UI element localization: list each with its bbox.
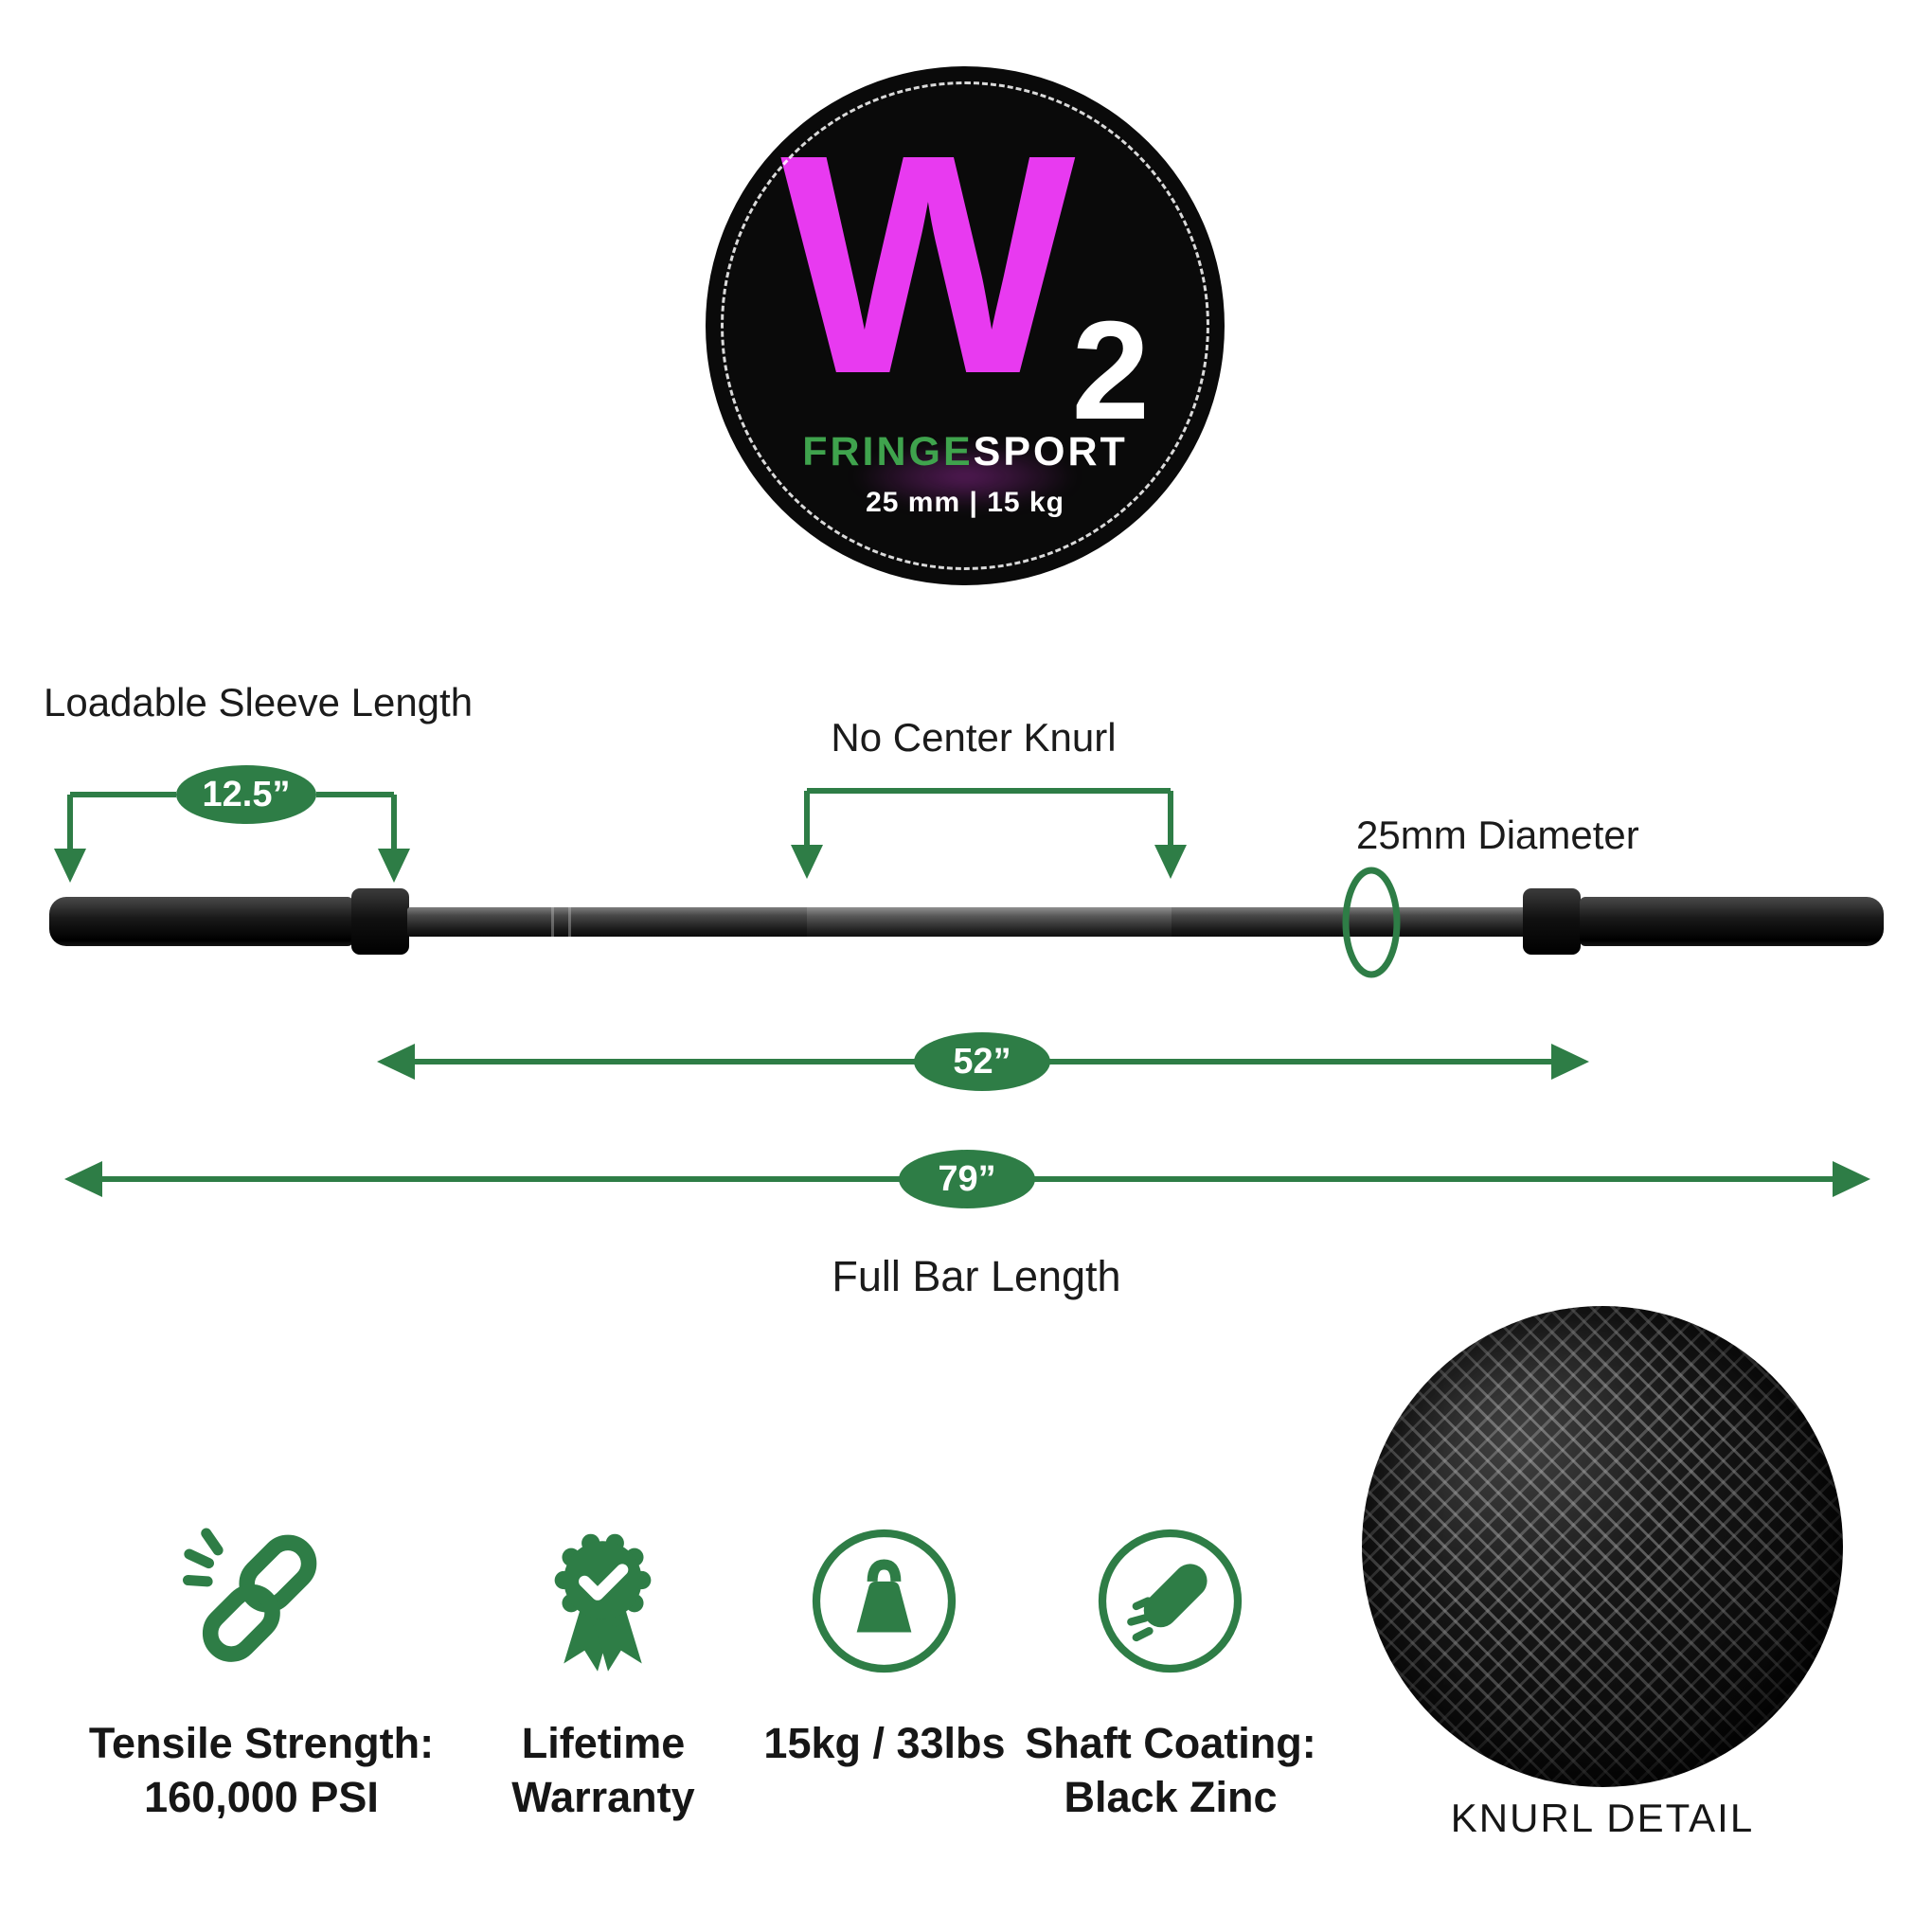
full-arrowhead-right [1833, 1161, 1870, 1197]
feature-line: 15kg / 33lbs [763, 1719, 1006, 1767]
tensile-strength-label: Tensile Strength: 160,000 PSI [89, 1716, 434, 1824]
weight-icon [812, 1529, 957, 1673]
sleeve-arrowhead-left [54, 849, 86, 883]
shaft-knurl-mark [551, 907, 554, 937]
feature-line: Tensile Strength: [88, 1719, 435, 1767]
brand-fringe-text: FRINGE [802, 429, 974, 475]
sleeve-length-badge: 12.5” [176, 765, 316, 824]
broken-chain-icon [183, 1528, 317, 1662]
knurl-arrowhead-left [791, 845, 823, 879]
shaft-no-knurl-section [807, 907, 1172, 937]
logo-brand-name: FRINGESPORT [802, 429, 1128, 475]
feature-line: Lifetime [521, 1719, 686, 1767]
center-knurl-arrows [804, 788, 1173, 845]
shaft-roller-icon [1098, 1529, 1243, 1673]
barbell-right-sleeve [1580, 897, 1884, 946]
knurl-detail-label: KNURL DETAIL [1450, 1796, 1755, 1840]
award-ribbon-icon [554, 1533, 652, 1672]
full-arrowhead-left [64, 1161, 102, 1197]
inner-arrowhead-right [1551, 1044, 1589, 1080]
logo-magenta-glow [851, 443, 1079, 510]
barbell-shaft [407, 907, 1528, 937]
shaft-coating-label: Shaft Coating: Black Zinc [1025, 1716, 1315, 1824]
brand-logo-badge: W 2 FRINGESPORT 25 mm | 15 kg [706, 66, 1225, 585]
feature-line: Black Zinc [1064, 1773, 1278, 1822]
knurl-detail-photo [1362, 1306, 1843, 1787]
feature-line: 160,000 PSI [144, 1773, 379, 1822]
shaft-knurl-mark [568, 907, 571, 937]
knurl-arrowhead-right [1154, 845, 1187, 879]
logo-subscript-2: 2 [1071, 293, 1150, 450]
full-length-badge: 79” [899, 1150, 1035, 1208]
loadable-sleeve-length-label: Loadable Sleeve Length [44, 680, 474, 724]
no-center-knurl-label: No Center Knurl [831, 715, 1117, 760]
brand-sport-text: SPORT [973, 429, 1128, 475]
logo-dashed-ring [721, 81, 1209, 570]
feature-line: Shaft Coating: [1025, 1719, 1316, 1767]
bar-weight-label: 15kg / 33lbs [763, 1716, 1005, 1770]
inner-length-badge: 52” [914, 1032, 1050, 1091]
full-bar-length-label: Full Bar Length [832, 1252, 1121, 1300]
inner-arrowhead-left [377, 1044, 415, 1080]
lifetime-warranty-label: Lifetime Warranty [511, 1716, 694, 1824]
barbell-left-collar [351, 888, 409, 955]
feature-line: Warranty [511, 1773, 695, 1822]
barbell-right-collar [1523, 888, 1581, 955]
diameter-label: 25mm Diameter [1356, 813, 1639, 857]
sleeve-arrowhead-right [378, 849, 410, 883]
logo-spec-text: 25 mm | 15 kg [866, 487, 1064, 519]
barbell-left-sleeve [49, 897, 353, 946]
